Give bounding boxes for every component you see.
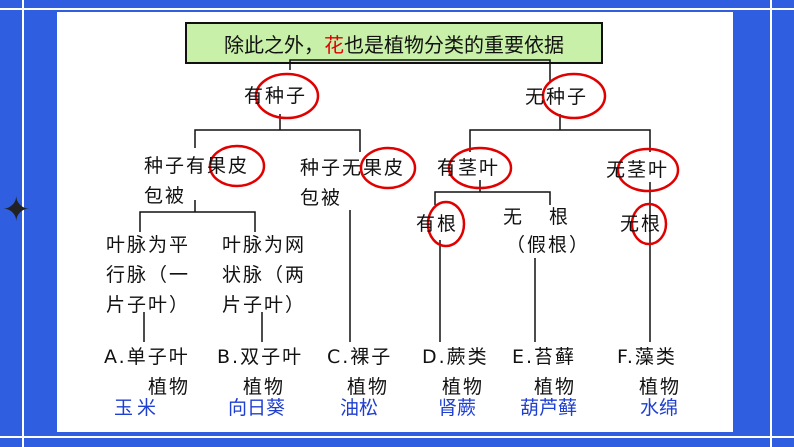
diagram-panel: [57, 12, 733, 432]
node-false-roots: 无 根: [503, 206, 573, 228]
root-connector: [289, 59, 551, 82]
node-with-roots: 有根: [416, 213, 459, 235]
leaf-monocot: A.单子叶 植物: [104, 342, 190, 402]
leaf-fern-label: D.蕨类: [422, 346, 489, 368]
leaf-dicot-example: 向日葵: [228, 397, 286, 419]
stemleaf-branch: [434, 180, 551, 205]
frame-line-bottom: [0, 436, 794, 438]
node-angiosperm: 种子有果皮 包被: [144, 151, 249, 211]
leaf-gymnosperm-example: 油松: [340, 397, 379, 419]
node-no-stem-leaf: 无茎叶: [606, 159, 670, 181]
leaf-monocot-example: 玉米: [114, 397, 161, 419]
circle-stemleaf-c: [447, 146, 513, 190]
leaf-algae-label: F.藻类: [617, 346, 677, 368]
circle-pericarp-a: [208, 144, 266, 188]
node-angiosperm-line2: 包被: [144, 185, 187, 207]
seed-branch: [194, 114, 361, 152]
leaf-dicot: B.双子叶 植物: [217, 342, 303, 402]
node-no-roots: 无根: [620, 213, 663, 235]
node-parallel-veins-line2: 行脉（一: [106, 264, 191, 286]
node-parallel-veins-line3: 片子叶）: [106, 294, 191, 316]
leaf-algae-example: 水绵: [640, 397, 679, 419]
leaf-dicot-label: B.双子叶: [217, 346, 304, 368]
leaf-algae-label2: 植物: [639, 376, 682, 398]
node-false-roots-note: （假根）: [506, 234, 591, 256]
frame-line-top: [0, 8, 794, 10]
title-prefix: 除此之外，: [224, 33, 324, 57]
leaf-moss: E.苔藓 植物: [512, 342, 576, 402]
node-net-veins: 叶脉为网 状脉（两 片子叶）: [222, 230, 306, 320]
node-with-seeds: 有种子: [244, 85, 308, 107]
circle-pericarp-b: [359, 146, 417, 190]
leaf-gymnosperm-label2: 植物: [347, 376, 390, 398]
leaf-moss-example: 葫芦藓: [520, 397, 578, 419]
node-gymnosperm-line2: 包被: [300, 187, 343, 209]
leaf-gymnosperm: C.裸子 植物: [327, 342, 392, 402]
node-gymnosperm: 种子无果皮 包被: [300, 153, 405, 213]
node-stem-leaf: 有茎叶: [437, 157, 501, 179]
angiosperm-branch: [139, 200, 256, 232]
title-highlight: 花: [324, 33, 344, 57]
leaf-algae: F.藻类 植物: [617, 342, 681, 402]
leaf-fern-example: 肾蕨: [438, 397, 477, 419]
node-parallel-veins: 叶脉为平 行脉（一 片子叶）: [106, 230, 190, 320]
leaf-monocot-label2: 植物: [148, 376, 191, 398]
leaf-fern-label2: 植物: [442, 376, 485, 398]
title-suffix: 也是植物分类的重要依据: [344, 33, 564, 57]
circle-root-c: [426, 200, 466, 248]
sparkle-star-icon: ✦: [2, 190, 31, 230]
node-net-veins-line2: 状脉（两: [222, 264, 307, 286]
leaf-monocot-label: A.单子叶: [104, 346, 190, 368]
circle-seed-left: [254, 72, 320, 120]
circle-root-e: [630, 202, 668, 246]
leaf-moss-label: E.苔藓: [512, 346, 577, 368]
leaf-dicot-label2: 植物: [243, 376, 286, 398]
circle-stemleaf-d: [616, 147, 680, 193]
node-without-seeds: 无种子: [525, 86, 589, 108]
node-parallel-veins-line1: 叶脉为平: [106, 234, 191, 256]
circle-seed-right: [541, 72, 607, 120]
frame-line-right: [770, 0, 772, 447]
noseed-branch: [469, 114, 651, 152]
node-net-veins-line3: 片子叶）: [222, 294, 307, 316]
node-gymnosperm-line1: 种子无果皮: [300, 157, 406, 179]
node-net-veins-line1: 叶脉为网: [222, 234, 307, 256]
leaf-moss-label2: 植物: [534, 376, 577, 398]
leaf-fern: D.蕨类 植物: [422, 342, 489, 402]
leaf-gymnosperm-label: C.裸子: [327, 346, 393, 368]
frame-line-left: [22, 0, 24, 447]
node-angiosperm-line1: 种子有果皮: [144, 155, 250, 177]
page-title: 除此之外，花也是植物分类的重要依据: [185, 22, 603, 64]
